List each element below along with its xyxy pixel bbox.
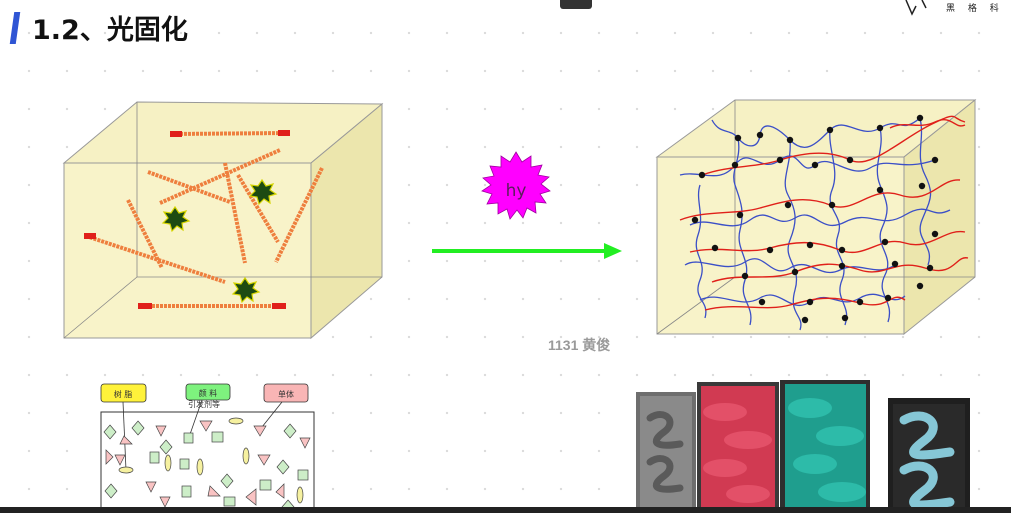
monomer-legend-chip (263, 383, 309, 403)
crosslink-dot (691, 114, 939, 324)
reaction-arrow (432, 243, 622, 259)
pigment-legend-label: 颜 料 (199, 388, 218, 398)
bottom-border (0, 507, 1011, 513)
pigment-legend-chip (185, 383, 231, 401)
brand-logo-icon (905, 0, 927, 16)
oligomer-fiber (85, 131, 324, 308)
photoinitiator-icon (161, 178, 278, 304)
resin-legend-chip (100, 383, 147, 403)
light-label: hy (506, 181, 527, 201)
user-watermark: 1131 黄俊 (548, 337, 611, 353)
brand-logo-text: 黑 格 科 技 (946, 4, 1011, 14)
resin-legend-label: 树 脂 (114, 389, 133, 399)
uv-light-icon: hy (481, 151, 551, 220)
page-title: 1.2、光固化 (32, 15, 188, 46)
fiber-end-caps (84, 130, 290, 309)
resin-composition-diagram: 树 脂 颜 料 引发剂等 单体 (100, 383, 315, 513)
pigment-legend-sublabel: 引发剂等 (188, 399, 220, 409)
printed-parts-photo (636, 380, 970, 512)
monomer-legend-label: 单体 (278, 389, 294, 399)
window-tab-handle[interactable] (560, 0, 592, 9)
cured-network-cube (655, 98, 977, 336)
uncured-resin-cube (62, 101, 384, 340)
